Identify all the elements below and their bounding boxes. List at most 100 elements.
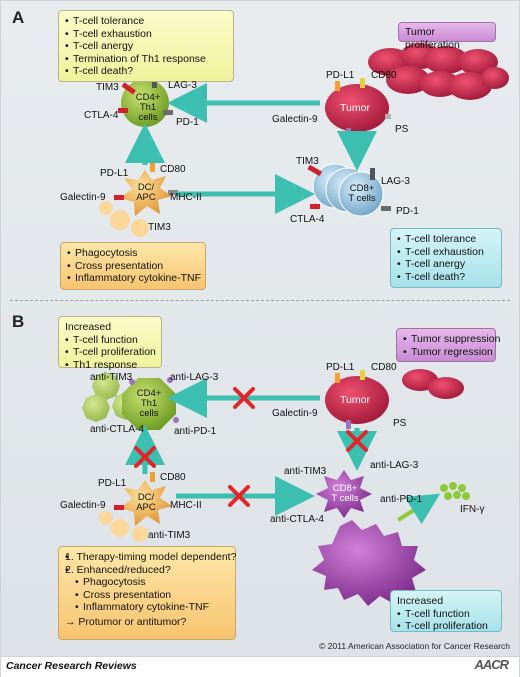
- cd4-pd1-label: PD-1: [176, 117, 199, 128]
- cd4-cell-label: CD4+ Th1 cells: [131, 93, 165, 123]
- tcell-outcome-item: T-cell anergy: [65, 40, 227, 53]
- tcell-outcome-item: T-cell exhaustion: [65, 28, 227, 41]
- cd8-outcome-item: T-cell exhaustion: [397, 246, 495, 259]
- cd4-b-anti-lag3-label: anti-LAG-3: [170, 372, 219, 383]
- journal-title: Cancer Research Reviews: [6, 660, 137, 672]
- dc-cell-label: DC/ APC: [129, 183, 163, 203]
- cd4-lag3-label: LAG-3: [168, 80, 197, 91]
- cd8-outcome-box-b: Increased T-cell function T-cell prolife…: [390, 590, 502, 632]
- therapy-sub-item: Phagocytosis: [65, 576, 229, 589]
- cd4-b-anti-tim3-label: anti-TIM3: [90, 372, 133, 383]
- aacr-logo: AACR: [474, 657, 509, 672]
- cd8-label-line2: T cells: [348, 193, 376, 204]
- cd8-outcome-item: T-cell anergy: [397, 258, 495, 271]
- cd8-outcome-item: T-cell death?: [397, 271, 495, 284]
- tumor-cluster-a: [368, 43, 509, 100]
- cd8-b-increased-title: Increased: [397, 595, 444, 607]
- dc-b-mhc2-label: MHC-II: [170, 500, 202, 511]
- ifn-gamma-label: IFN-γ: [460, 504, 485, 515]
- tumor-ps-label: PS: [395, 124, 409, 135]
- block-cross-3: [228, 485, 250, 507]
- cd8-b-anti-lag3-label: anti-LAG-3: [370, 460, 419, 471]
- cd8-b-outcome-item: T-cell proliferation: [397, 620, 495, 633]
- tumor-galectin9-label: Galectin-9: [272, 114, 318, 125]
- tumor-b-pdl1-label: PD-L1: [326, 362, 355, 373]
- increased-box-b: Increased T-cell function T-cell prolife…: [58, 316, 162, 371]
- copyright-notice: © 2011 American Association for Cancer R…: [319, 641, 510, 651]
- tcell-outcome-item: T-cell tolerance: [65, 15, 227, 28]
- cd8-b-label-line1: CD8+: [332, 483, 358, 494]
- tumor-cluster-b: [402, 369, 464, 399]
- dc-label-line2: APC: [136, 192, 156, 203]
- cd4-b-cell-label: CD4+ Th1 cells: [130, 389, 168, 419]
- cd8-b-anti-tim3-label: anti-TIM3: [284, 466, 327, 477]
- cd8-cells-a: [307, 163, 391, 217]
- dc-b-label-line2: APC: [136, 502, 156, 513]
- cd8-b-cell-label: CD8+ T cells: [326, 484, 364, 504]
- tumor-outcome-item: Tumor regression: [403, 346, 493, 359]
- cd4-label-line2: Th1 cells: [138, 102, 158, 123]
- tumor-b-cd80-label: CD80: [371, 362, 397, 373]
- tumor-proliferation-box: Tumor proliferation: [398, 22, 496, 51]
- dc-cell-b: [99, 472, 172, 542]
- arrow-cd8-to-ifn: [396, 493, 441, 525]
- tcell-outcome-item: Termination of Th1 response: [65, 53, 227, 66]
- increased-title: Increased: [65, 321, 112, 333]
- cd8-pd1-label: PD-1: [396, 206, 419, 217]
- cd4-label-line1: CD4+: [135, 92, 161, 103]
- cd4-b-label-line2: Th1: [140, 398, 158, 409]
- cd4-b-label-line1: CD4+: [136, 388, 162, 399]
- cd8-lag3-label: LAG-3: [381, 176, 410, 187]
- cd8-b-anti-pd1-label: anti-PD-1: [380, 494, 423, 505]
- dc-b-cd80-label: CD80: [160, 472, 186, 483]
- cd8-b-label-line2: T cells: [331, 493, 359, 504]
- block-cross-1: [233, 387, 255, 409]
- therapy-item: 2. Enhanced/reduced?: [65, 564, 229, 577]
- tumor-cell-b: [325, 370, 389, 429]
- dc-b-pdl1-label: PD-L1: [98, 478, 127, 489]
- cd8-outcome-box-a: T-cell tolerance T-cell exhaustion T-cel…: [390, 228, 502, 288]
- increased-item: T-cell proliferation: [65, 346, 156, 359]
- block-cross-2: [134, 446, 156, 468]
- dc-b-cell-label: DC/ APC: [129, 493, 163, 513]
- cd4-b-anti-ctla4-label: anti-CTLA-4: [90, 424, 144, 435]
- therapy-question-box: 1. Therapy-timing model dependent? 2. En…: [58, 546, 236, 640]
- tumor-b-galectin9-label: Galectin-9: [272, 408, 318, 419]
- panel-a-letter: A: [12, 8, 25, 27]
- apc-function-box-a: Phagocytosis Cross presentation Inflamma…: [60, 242, 206, 290]
- footer-bar: [1, 656, 519, 677]
- dc-b-galectin9-label: Galectin-9: [60, 500, 106, 511]
- cd8-outcome-item: T-cell tolerance: [397, 233, 495, 246]
- cd4-b-label-line3: cells: [139, 408, 159, 419]
- cd8-b-outcome-item: T-cell function: [397, 608, 495, 621]
- cd8-b-anti-ctla4-label: anti-CTLA-4: [270, 514, 324, 525]
- apc-function-item: Cross presentation: [67, 260, 199, 273]
- cd8-cell-label: CD8+ T cells: [344, 184, 380, 204]
- increased-item: Th1 response: [65, 359, 155, 372]
- dc-b-label-line1: DC/: [137, 492, 155, 503]
- dc-galectin9-label: Galectin-9: [60, 192, 106, 203]
- dc-cd80-label: CD80: [160, 164, 186, 175]
- dc-b-anti-tim3-label: anti-TIM3: [148, 530, 191, 541]
- panel-b-letter: B: [12, 312, 25, 331]
- tumor-outcome-box-b: Tumor suppression Tumor regression: [396, 328, 500, 362]
- increased-item: T-cell function: [65, 334, 155, 347]
- purple-tumor-mass: [312, 520, 426, 606]
- dc-cell-a: [99, 162, 178, 237]
- tumor-label: Tumor: [340, 102, 370, 114]
- tumor-cd80-label: CD80: [371, 70, 397, 81]
- cd4-tim3-label: TIM3: [96, 82, 119, 93]
- apc-function-item: Inflammatory cytokine-TNF: [67, 272, 201, 285]
- ifn-gamma-molecules: [440, 482, 470, 500]
- cd8-ctla4-label: CTLA-4: [290, 214, 325, 225]
- dc-mhc2-label: MHC-II: [170, 192, 202, 203]
- therapy-item: 1. Therapy-timing model dependent?: [65, 551, 236, 564]
- block-cross-4: [346, 430, 368, 452]
- tcell-outcome-item: T-cell death?: [65, 65, 227, 78]
- therapy-sub-item: Inflammatory cytokine-TNF: [65, 601, 229, 614]
- cd8-cell-b: [316, 470, 372, 518]
- panel-divider: [10, 300, 510, 301]
- cd8-tim3-label: TIM3: [296, 156, 319, 167]
